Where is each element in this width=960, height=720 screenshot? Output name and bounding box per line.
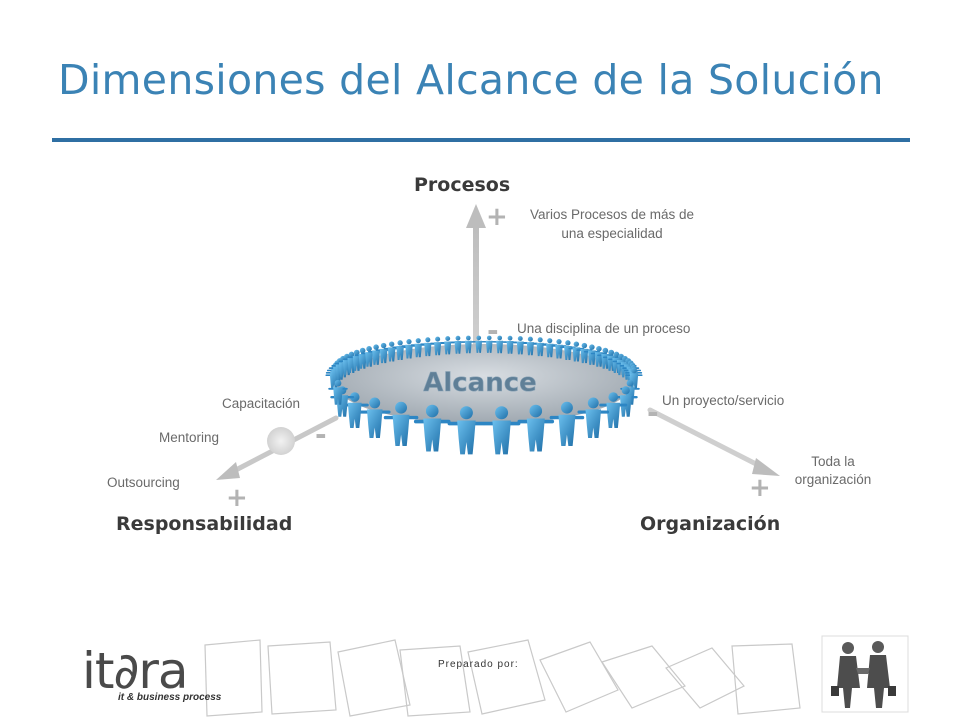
responsabilidad-item-1: Capacitación bbox=[222, 396, 300, 411]
person-figure bbox=[523, 336, 538, 356]
procesos-label: Procesos bbox=[414, 174, 510, 196]
procesos-plus-text-1: Varios Procesos de más de bbox=[530, 207, 694, 222]
logo-wordmark: it∂ra bbox=[82, 642, 188, 700]
person-figure bbox=[532, 337, 548, 357]
slide-title: Dimensiones del Alcance de la Solución bbox=[58, 56, 884, 104]
paper-sketches bbox=[204, 639, 801, 717]
responsabilidad-label: Responsabilidad bbox=[116, 513, 292, 535]
person-figure bbox=[542, 338, 558, 358]
organizacion-plus-marker: + bbox=[749, 473, 771, 503]
responsabilidad-item-3: Outsourcing bbox=[107, 475, 180, 490]
responsabilidad-axis bbox=[216, 415, 339, 480]
organizacion-minus-marker: - bbox=[647, 396, 659, 429]
person-figure bbox=[517, 404, 555, 452]
person-figure bbox=[413, 404, 451, 452]
person-figure bbox=[447, 406, 486, 455]
procesos-minus-text: Una disciplina de un proceso bbox=[517, 321, 690, 336]
responsabilidad-minus-marker: - bbox=[315, 418, 327, 451]
procesos-minus-marker: - bbox=[487, 314, 499, 347]
organizacion-plus-text-2: organización bbox=[795, 472, 872, 487]
person-figure bbox=[383, 341, 400, 362]
person-figure bbox=[551, 339, 567, 359]
person-figure bbox=[328, 379, 348, 405]
people-ring-back bbox=[325, 335, 643, 390]
responsabilidad-item-2: Mentoring bbox=[159, 430, 219, 445]
person-figure bbox=[420, 337, 436, 357]
procesos-plus-text-2: una especialidad bbox=[561, 226, 662, 241]
organizacion-plus-text-1: Toda la bbox=[811, 454, 855, 469]
title-underline bbox=[52, 138, 910, 142]
organizacion-minus-text: Un proyecto/servicio bbox=[662, 393, 784, 408]
center-label: Alcance bbox=[423, 368, 537, 398]
footer-band: it∂ra it & business process bbox=[82, 635, 909, 717]
person-figure bbox=[383, 401, 419, 446]
person-figure bbox=[549, 401, 585, 446]
procesos-axis bbox=[466, 204, 486, 350]
person-figure bbox=[392, 340, 408, 360]
logo-tagline: it & business process bbox=[118, 692, 222, 703]
person-figure bbox=[358, 397, 391, 438]
person-figure bbox=[482, 406, 521, 455]
person-figure bbox=[577, 397, 610, 438]
person-figure bbox=[599, 392, 628, 429]
itera-logo: it∂ra it & business process bbox=[82, 642, 222, 703]
responsabilidad-plus-marker: + bbox=[226, 483, 248, 513]
person-figure bbox=[560, 340, 576, 360]
person-figure bbox=[513, 336, 528, 355]
people-ring-front bbox=[328, 379, 640, 455]
highlight-dot bbox=[267, 427, 295, 455]
person-figure bbox=[340, 392, 369, 429]
organizacion-label: Organización bbox=[640, 513, 780, 535]
procesos-plus-marker: + bbox=[486, 202, 508, 232]
person-figure bbox=[401, 339, 417, 359]
handshake-icon bbox=[821, 635, 909, 713]
person-figure bbox=[354, 347, 371, 369]
prepared-by-label: Preparado por: bbox=[438, 659, 519, 670]
scope-platform bbox=[336, 344, 632, 424]
organizacion-axis bbox=[647, 407, 780, 476]
person-figure bbox=[410, 338, 426, 358]
